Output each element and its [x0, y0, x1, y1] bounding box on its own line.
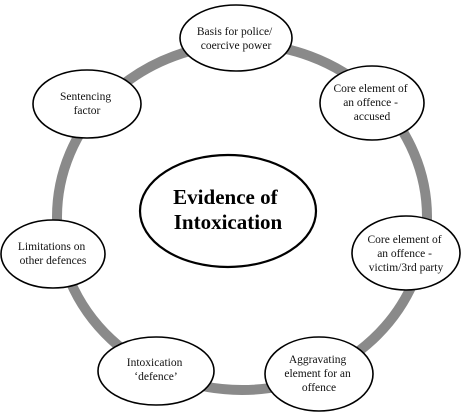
center-label-line: Intoxication [174, 210, 283, 234]
node-label-line: an offence - [343, 97, 398, 109]
node-ellipse [264, 336, 374, 412]
node-label: Limitations on other defences [18, 241, 88, 267]
node-label-line: Intoxication [127, 357, 183, 369]
center-ellipse [138, 153, 318, 269]
node-label-line: accused [354, 111, 391, 123]
node-sentencing: Sentencing factor [32, 69, 142, 139]
node-limitations: Limitations on other defences [0, 219, 106, 289]
node-label-line: other defences [20, 255, 87, 267]
node-label-line: factor [74, 105, 101, 117]
node-label-line: offence [302, 382, 336, 394]
node-ellipse [179, 4, 293, 72]
node-label-line: coercive power [201, 40, 272, 52]
node-label-line: Limitations on [18, 241, 86, 253]
node-core-accused: Core element of an offence - accused [319, 65, 425, 141]
center-label-line: Evidence of [173, 185, 278, 209]
node-label: Sentencing factor [60, 91, 114, 117]
node-label: Basis for police/ coercive power [197, 26, 275, 52]
center-label: Evidence of Intoxication [173, 185, 283, 234]
node-label-line: Basis for police/ [197, 26, 273, 38]
node-label-line: Core element of [368, 234, 442, 246]
node-label: Core element of an offence - victim/3rd … [368, 234, 445, 274]
node-ellipse [319, 65, 425, 141]
node-police-power: Basis for police/ coercive power [179, 4, 293, 72]
node-label: Core element of an offence - accused [334, 83, 411, 123]
node-label-line: Aggravating [289, 354, 347, 366]
node-label: Intoxication ‘defence’ [127, 357, 185, 383]
node-core-victim: Core element of an offence - victim/3rd … [351, 215, 461, 291]
node-ellipse [97, 336, 215, 406]
node-ellipse [32, 69, 142, 139]
node-ellipse [0, 219, 106, 289]
node-label-line: element for an [284, 368, 351, 380]
node-aggravating: Aggravating element for an offence [264, 336, 374, 412]
node-label-line: Core element of [334, 83, 408, 95]
node-label-line: an offence - [377, 248, 432, 260]
node-label-line: Sentencing [60, 91, 111, 103]
center-node: Evidence of Intoxication [138, 153, 318, 269]
node-ellipse [351, 215, 461, 291]
node-intoxication-defence: Intoxication ‘defence’ [97, 336, 215, 406]
node-label-line: victim/3rd party [369, 262, 444, 274]
node-label-line: ‘defence’ [134, 371, 177, 383]
node-label: Aggravating element for an offence [284, 354, 353, 394]
